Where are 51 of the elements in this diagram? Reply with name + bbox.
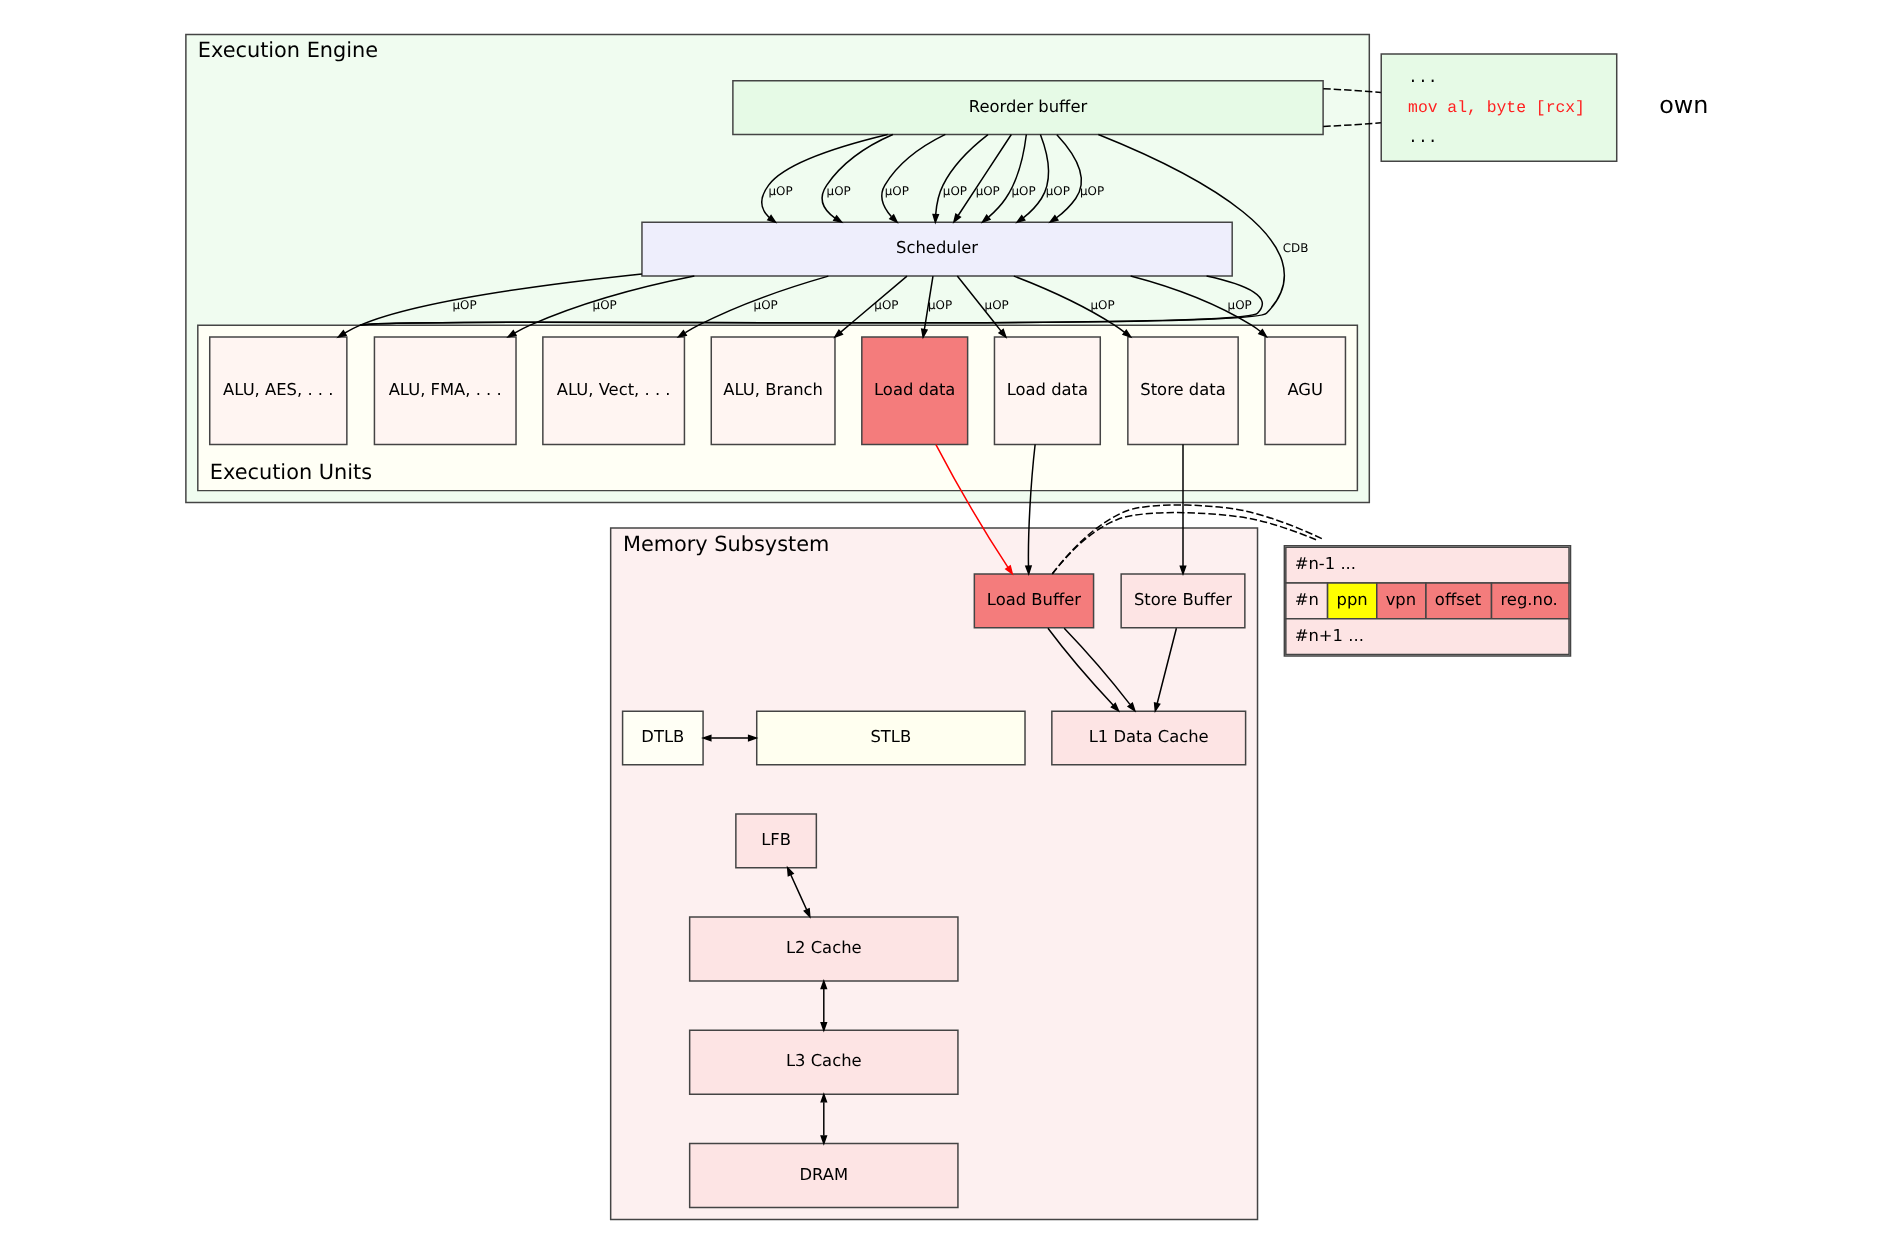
- node-box: L2 Cache: [687, 916, 958, 982]
- node-box: ALU, Vect, . . .: [541, 336, 685, 446]
- connector: [1321, 121, 1381, 128]
- arrow: [1152, 627, 1177, 713]
- arrow: [1062, 627, 1136, 713]
- node-box: Scheduler: [640, 221, 1232, 277]
- arrow: [919, 275, 933, 340]
- arrow: [1128, 275, 1267, 338]
- node-box: L1 Data Cache: [1050, 710, 1246, 766]
- arrow: [1178, 443, 1186, 576]
- arrow: [1046, 627, 1120, 713]
- arrow: [979, 133, 1027, 224]
- node-box: ALU, AES, . . .: [208, 336, 347, 446]
- arrow: [785, 865, 810, 919]
- arrow: [1023, 443, 1035, 576]
- node-box: STLB: [755, 710, 1025, 766]
- arrow: [819, 978, 827, 1033]
- node-box: ... mov al, byte [rcx] ...: [1379, 53, 1617, 162]
- arrow: [832, 275, 907, 339]
- connector: [358, 275, 1262, 326]
- arrow: [951, 133, 1012, 224]
- arrow: [934, 443, 1013, 576]
- node-box: ALU, FMA, . . .: [372, 336, 516, 446]
- connector: [358, 133, 1284, 326]
- arrow: [1014, 133, 1049, 224]
- arrow: [955, 275, 1007, 339]
- arrow: [505, 275, 695, 339]
- arrow: [819, 1092, 827, 1146]
- arrow: [335, 273, 642, 339]
- node-box: Store data: [1126, 336, 1238, 446]
- node-box: DTLB: [620, 710, 703, 766]
- node-box: LFB: [734, 813, 817, 869]
- node-box: L3 Cache: [687, 1029, 958, 1095]
- connector: [1321, 88, 1381, 94]
- arrow: [700, 734, 758, 742]
- arrow: [760, 133, 888, 224]
- arrow: [1047, 133, 1081, 224]
- label: own: [1658, 91, 1708, 120]
- node-box: ALU, Branch: [709, 336, 835, 446]
- node-box: Store Buffer: [1119, 573, 1245, 629]
- arrow: [931, 133, 988, 225]
- arrow: [880, 133, 946, 224]
- node-box: Load Buffer: [972, 573, 1094, 629]
- node-box: Reorder buffer: [731, 80, 1323, 136]
- arrow: [820, 133, 893, 224]
- node-box: DRAM: [687, 1142, 958, 1209]
- node-box: Load data: [860, 336, 968, 446]
- node-box: Load data: [992, 336, 1101, 446]
- arrow: [675, 275, 829, 339]
- node-box: AGU: [1263, 336, 1346, 446]
- arrow: [1012, 275, 1132, 339]
